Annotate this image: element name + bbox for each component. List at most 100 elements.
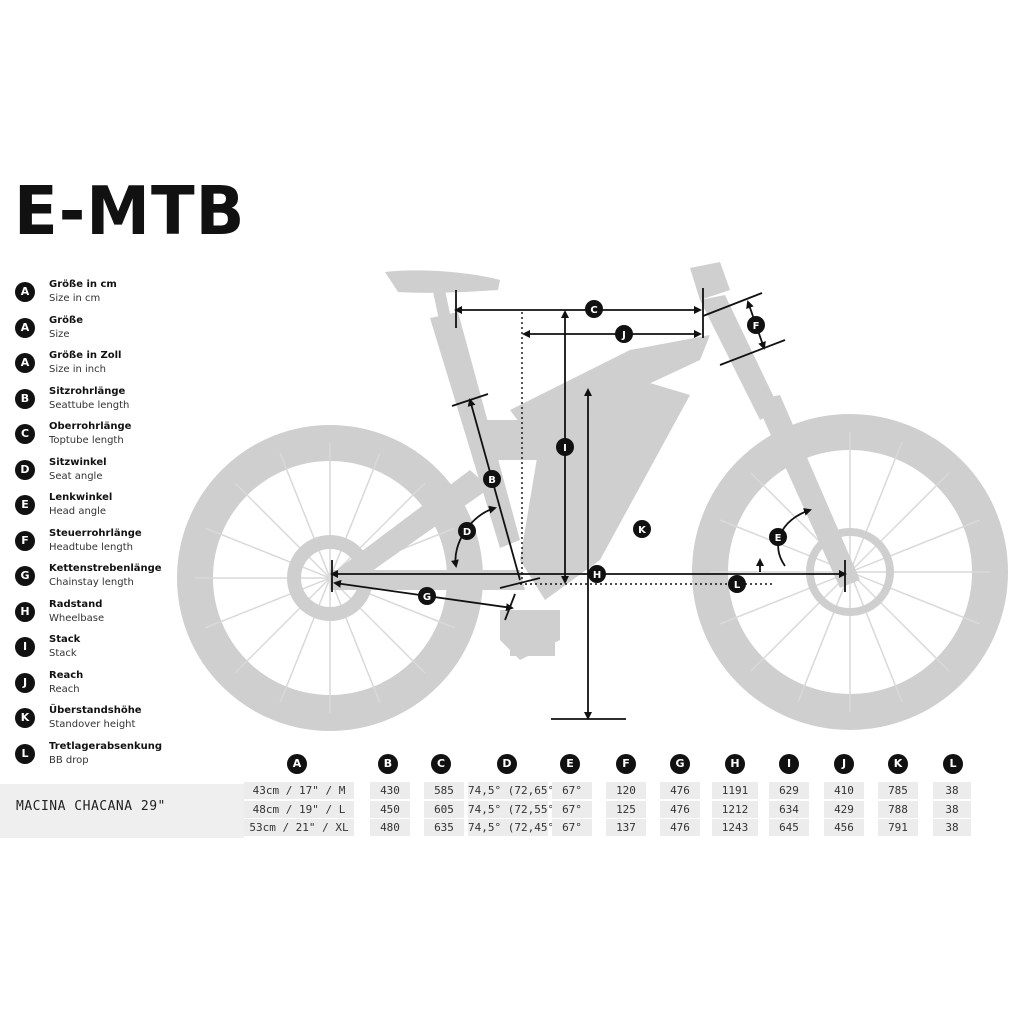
diagram-label-g: G [418, 587, 436, 605]
legend-letter: E [15, 495, 35, 515]
cell-standover: 791 [878, 819, 918, 836]
legend-letter: B [15, 388, 35, 409]
cell-toptube: 605 [424, 801, 464, 818]
diagram-label-i: I [556, 438, 574, 456]
legend-item-size: A Größe Size [15, 315, 195, 351]
legend-item-stack: I Stack Stack [15, 634, 195, 670]
legend-item-chainstay: G Kettenstrebenlänge Chainstay length [15, 563, 195, 599]
cell-chainstay: 476 [660, 782, 700, 799]
cell-toptube: 635 [424, 819, 464, 836]
legend-item-size-inch: A Größe in Zoll Size in inch [15, 350, 195, 386]
legend-item-reach: J Reach Reach [15, 670, 195, 706]
column-header-a: A [287, 754, 307, 774]
column-header-h: H [725, 754, 745, 774]
legend-label-de: Tretlagerabsenkung [49, 740, 163, 752]
cell-size: 53cm / 21" / XL [244, 819, 354, 836]
cell-stack: 629 [769, 782, 809, 799]
page-title: E-MTB [14, 173, 246, 251]
column-header-l: L [943, 754, 963, 774]
cell-seat-angle: 74,5° (72,55°) [468, 801, 561, 818]
legend-label-de: Größe in Zoll [49, 350, 122, 361]
cell-stack: 645 [769, 819, 809, 836]
legend-label-en: Size [49, 328, 70, 340]
cell-seat-angle: 74,5° (72,45°) [468, 819, 561, 836]
column-header-j: J [834, 754, 854, 774]
cell-seattube: 430 [370, 782, 410, 799]
legend-label-de: Lenkwinkel [49, 492, 113, 503]
legend-letter: K [15, 708, 35, 728]
legend-item-wheelbase: H Radstand Wheelbase [15, 599, 195, 635]
legend-label-de: Steuerrohrlänge [49, 527, 142, 539]
cell-headtube: 137 [606, 819, 646, 836]
cell-headtube: 120 [606, 782, 646, 799]
model-band [0, 784, 244, 838]
legend-label-en: Standover height [49, 719, 136, 730]
legend-label-de: Radstand [49, 598, 103, 610]
column-header-e: E [560, 754, 580, 774]
column-header-f: F [616, 754, 636, 774]
legend-label-de: Sitzrohrlänge [49, 385, 126, 397]
legend-letter: I [15, 637, 35, 657]
legend-item-bb-drop: L Tretlagerabsenkung BB drop [15, 741, 195, 777]
cell-reach: 429 [824, 801, 864, 818]
legend-label-en: Head angle [49, 506, 107, 517]
column-header-i: I [779, 754, 799, 774]
geometry-table: A B C D E F G H I J K L MACINA CHACANA 2… [0, 752, 1024, 842]
svg-text:D: D [463, 527, 471, 538]
legend-label-en: Reach [49, 683, 80, 695]
legend-item-head-angle: E Lenkwinkel Head angle [15, 492, 195, 528]
cell-standover: 788 [878, 801, 918, 818]
legend-item-headtube: F Steuerrohrlänge Headtube length [15, 528, 195, 564]
legend-letter: F [15, 530, 35, 551]
cell-bb-drop: 38 [933, 801, 971, 818]
diagram-label-b: B [483, 470, 501, 488]
svg-text:H: H [593, 570, 601, 581]
cell-wheelbase: 1243 [712, 819, 758, 836]
cell-toptube: 585 [424, 782, 464, 799]
cell-standover: 785 [878, 782, 918, 799]
cell-bb-drop: 38 [933, 819, 971, 836]
diagram-label-k: K [633, 520, 651, 538]
legend-label-de: Sitzwinkel [49, 456, 107, 468]
legend-label-en: Stack [49, 648, 77, 659]
legend: A Größe in cm Size in cm A Größe Size A … [15, 279, 195, 776]
cell-chainstay: 476 [660, 801, 700, 818]
svg-text:I: I [563, 443, 567, 454]
svg-text:C: C [590, 305, 597, 316]
legend-label-en: Wheelbase [49, 612, 105, 624]
cell-seat-angle: 74,5° (72,65°) [468, 782, 561, 799]
legend-label-en: Seat angle [49, 470, 103, 482]
legend-letter: J [15, 672, 35, 693]
legend-letter: G [15, 566, 35, 586]
diagram-label-j: J [615, 325, 633, 343]
cell-seattube: 480 [370, 819, 410, 836]
legend-label-de: Oberrohrlänge [49, 421, 132, 432]
cell-size: 43cm / 17" / M [244, 782, 354, 799]
svg-text:K: K [638, 525, 647, 536]
column-header-k: K [888, 754, 908, 774]
svg-text:E: E [775, 533, 782, 544]
cell-head-angle: 67° [552, 801, 592, 818]
legend-label-de: Überstandshöhe [49, 705, 142, 716]
column-header-d: D [497, 754, 517, 774]
diagram-label-c: C [585, 300, 603, 318]
legend-letter: C [15, 424, 35, 444]
svg-text:F: F [753, 321, 760, 332]
diagram-label-d: D [458, 522, 476, 540]
legend-label-en: Size in inch [49, 364, 106, 375]
legend-label-en: Chainstay length [49, 577, 134, 588]
cell-bb-drop: 38 [933, 782, 971, 799]
legend-letter: A [15, 282, 35, 302]
cell-size: 48cm / 19" / L [244, 801, 354, 818]
legend-label-de: Reach [49, 669, 84, 681]
legend-label-en: BB drop [49, 754, 89, 766]
legend-letter: A [15, 317, 35, 338]
cell-seattube: 450 [370, 801, 410, 818]
cell-head-angle: 67° [552, 782, 592, 799]
legend-item-toptube: C Oberrohrlänge Toptube length [15, 421, 195, 457]
legend-letter: D [15, 459, 35, 480]
cell-chainstay: 476 [660, 819, 700, 836]
legend-label-de: Stack [49, 634, 81, 645]
column-header-b: B [378, 754, 398, 774]
svg-text:J: J [621, 330, 626, 341]
